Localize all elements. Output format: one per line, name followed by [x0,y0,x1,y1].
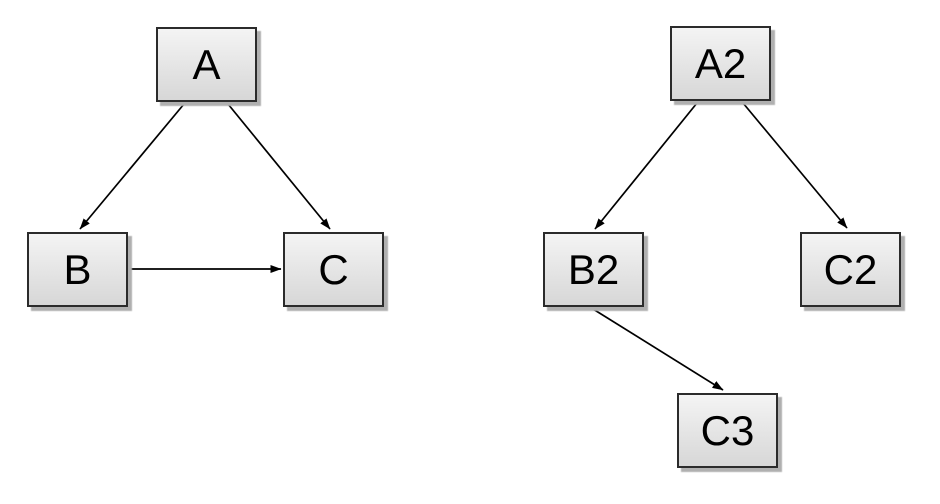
node-C3: C3 [677,393,778,468]
edge-A2-B2 [594,102,698,230]
node-A2: A2 [670,26,771,101]
edge-B2-C3 [592,308,724,391]
node-C: C [283,232,384,307]
node-C3-label: C3 [700,406,755,454]
node-A-label: A [192,40,221,88]
node-A2-label: A2 [694,39,747,87]
edge-A-C [227,103,331,230]
edge-A-B [79,103,185,230]
node-B-label: B [63,245,92,293]
node-C-label: C [318,245,349,293]
node-C2: C2 [800,232,901,307]
node-B2: B2 [543,232,644,307]
node-B2-label: B2 [567,245,620,293]
edge-A2-C2 [742,102,848,229]
node-C2-label: C2 [823,245,878,293]
node-A: A [156,27,257,102]
node-B: B [27,232,128,307]
